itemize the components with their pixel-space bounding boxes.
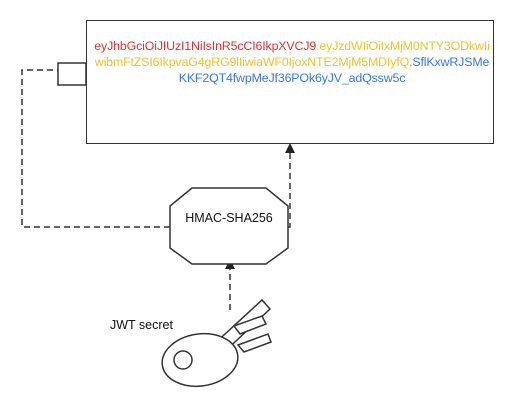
token-separator: . [316,39,320,53]
hmac-to-token-connector [21,69,170,228]
token-separator: . [409,55,413,69]
token-signature-segment: SflKxwRJSMeKKF2QT4fwpMeJf36POk6yJV_adQss… [178,55,490,85]
token-input-notch [57,62,87,86]
arrowhead-up-icon [285,143,295,153]
jwt-secret-label: JWT secret [110,318,173,332]
jwt-token-text: eyJhbGciOiJIUzI1NiIsInR5cCI6IkpXVCJ9.eyJ… [94,38,490,86]
jwt-token-box [86,20,494,144]
key-icon [161,298,272,388]
token-header-segment: eyJhbGciOiJIUzI1NiIsInR5cCI6IkpXVCJ9 [94,39,317,53]
hmac-octagon [169,187,289,265]
token-payload-segment: eyJzdWIiOiIxMjM0NTY3ODkwIiwibmFtZSI6Ikpv… [94,39,490,69]
hmac-label: HMAC-SHA256 [185,211,273,225]
